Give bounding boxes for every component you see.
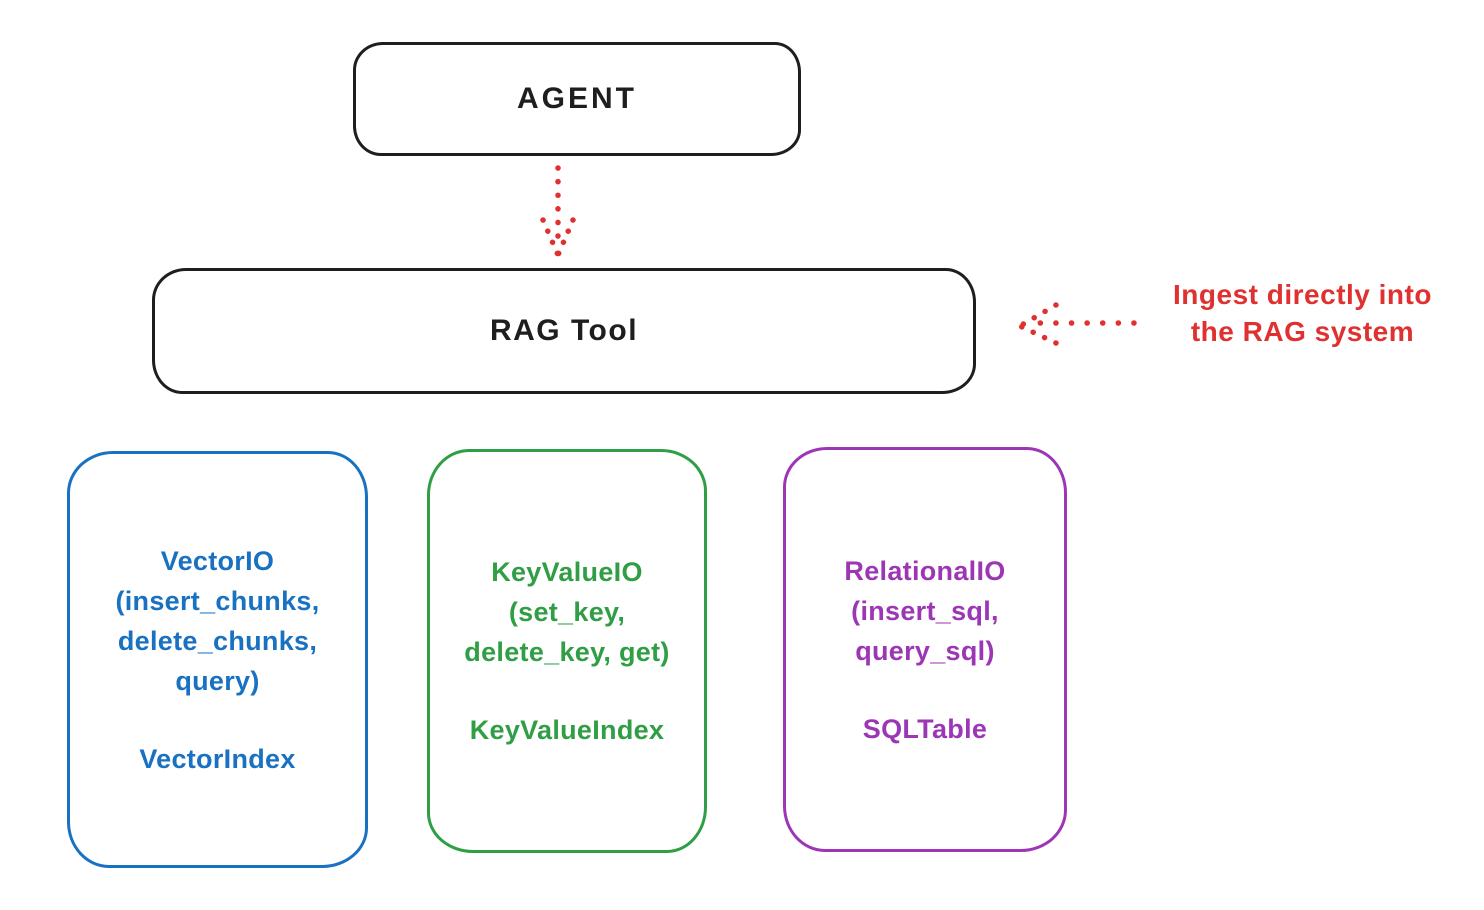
relational-index-label: SQLTable [862, 713, 988, 744]
relational-io-label: RelationalIO (insert_sql, query_sql) [844, 555, 1006, 666]
vector-index-label: VectorIndex [139, 743, 296, 774]
keyvalue-io-box: KeyValueIO (set_key, delete_key, get) Ke… [427, 449, 707, 853]
agent-box: AGENT [353, 42, 801, 156]
vector-io-box: VectorIO (insert_chunks, delete_chunks, … [67, 451, 368, 868]
dotted-arrow-annotation-to-rag [1017, 302, 1137, 346]
rag-tool-label: RAG Tool [489, 314, 639, 347]
vector-io-label: VectorIO (insert_chunks, delete_chunks, … [115, 545, 320, 696]
agent-label: AGENT [517, 82, 637, 115]
dotted-arrow-agent-to-rag [540, 165, 576, 258]
rag-tool-box: RAG Tool [152, 268, 976, 394]
keyvalue-index-label: KeyValueIndex [469, 715, 665, 745]
ingest-annotation: Ingest directly into the RAG system [1173, 279, 1432, 347]
relational-io-box: RelationalIO (insert_sql, query_sql) SQL… [783, 447, 1067, 852]
keyvalue-io-label: KeyValueIO (set_key, delete_key, get) [464, 557, 670, 667]
